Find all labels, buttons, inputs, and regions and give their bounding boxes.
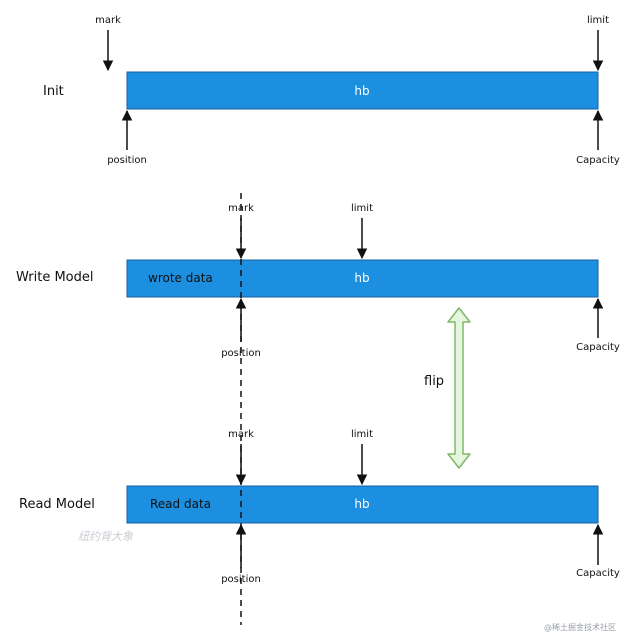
read-limit-label: limit: [351, 429, 373, 440]
read-capacity-label: Capacity: [576, 568, 620, 579]
init-hb-label: hb: [354, 84, 370, 98]
init-capacity-label: Capacity: [576, 155, 620, 166]
flip-label: flip: [424, 374, 445, 389]
write-hb-label: hb: [354, 271, 370, 285]
read-hb-bar: [126, 485, 599, 524]
init-limit-label: limit: [587, 15, 609, 26]
write-hb-bar: [126, 259, 599, 298]
init-mark-label: mark: [95, 15, 121, 26]
write-mark-label: mark: [228, 203, 254, 214]
init-position-label: position: [107, 155, 147, 166]
write-data-label: wrote data: [148, 271, 213, 285]
watermark-text: 纽约背大象: [78, 530, 133, 543]
init-hb-bar: [126, 71, 599, 110]
read-hb-label: hb: [354, 497, 370, 511]
read-position-label: position: [221, 574, 261, 585]
write-limit-label: limit: [351, 203, 373, 214]
watermark-corner: @稀土掘金技术社区: [544, 623, 616, 632]
read-data-label: Read data: [150, 497, 211, 511]
write-capacity-label: Capacity: [576, 342, 620, 353]
read-mark-label: mark: [228, 429, 254, 440]
flip-double-arrow-icon: [447, 307, 471, 469]
read-title: Read Model: [19, 497, 95, 512]
init-title: Init: [43, 84, 64, 99]
write-title: Write Model: [16, 270, 94, 285]
write-position-label: position: [221, 348, 261, 359]
